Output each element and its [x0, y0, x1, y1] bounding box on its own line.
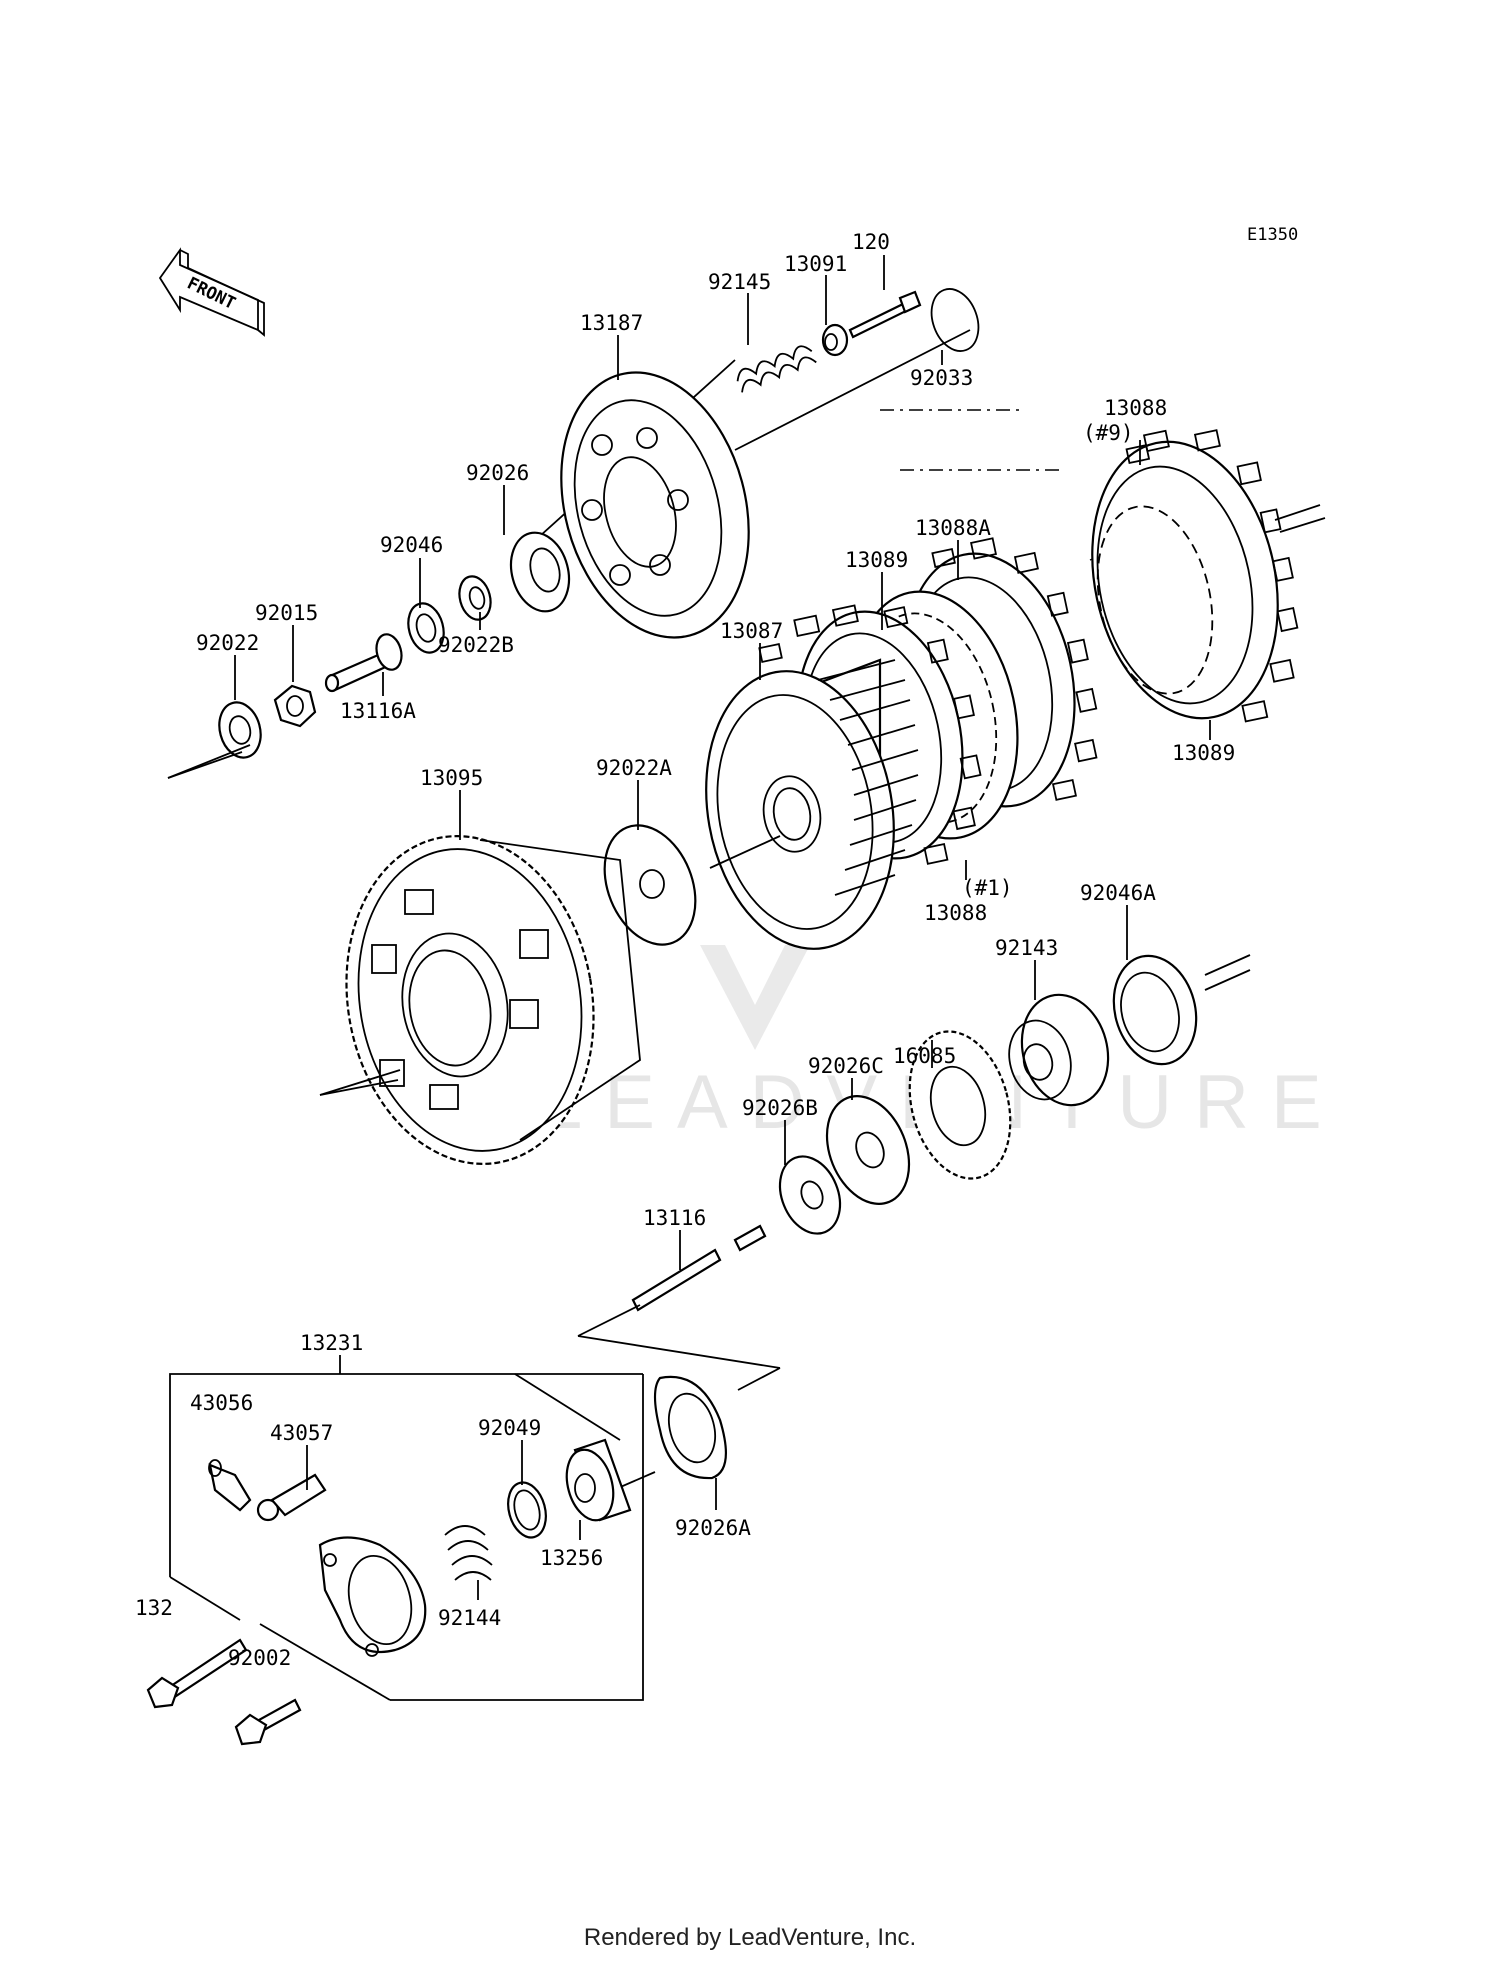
part-13116A-pusher [324, 633, 403, 693]
label-92145: 92145 [708, 270, 771, 294]
label-13089-top: 13089 [845, 548, 908, 572]
release-cylinder-body [318, 1536, 427, 1657]
label-92026A: 92026A [675, 1516, 751, 1540]
label-16085: 16085 [893, 1044, 956, 1068]
label-13087: 13087 [720, 619, 783, 643]
front-direction-arrow: FRONT [158, 247, 265, 337]
label-13231: 13231 [300, 1331, 363, 1355]
label-92144: 92144 [438, 1606, 501, 1630]
label-13088-bottom-qty: (#1) [962, 876, 1013, 900]
part-92022-spline-washer [218, 701, 262, 759]
leader-lines [234, 255, 1211, 1600]
label-13256: 13256 [540, 1546, 603, 1570]
part-13187-pressure-plate [560, 371, 750, 639]
label-92026B: 92026B [742, 1096, 818, 1120]
part-13091-collar [821, 323, 849, 357]
label-13095: 13095 [420, 766, 483, 790]
part-92015-nut [273, 684, 317, 728]
part-16085-gear [908, 1030, 1012, 1180]
label-92046: 92046 [380, 533, 443, 557]
part-92046-needle-bearing [407, 602, 445, 654]
label-13089-right: 13089 [1172, 741, 1235, 765]
part-92144-spring [444, 1525, 493, 1581]
part-92033-circlip [930, 288, 980, 352]
label-92026C: 92026C [808, 1054, 884, 1078]
label-13091: 13091 [784, 252, 847, 276]
assembly-13231-bracket [169, 1355, 644, 1701]
label-92022A: 92022A [596, 756, 672, 780]
render-credit-footer: Rendered by LeadVenture, Inc. [583, 1924, 917, 1951]
part-92002-bolt [234, 1698, 302, 1746]
label-13088A: 13088A [915, 516, 991, 540]
label-92049: 92049 [478, 1416, 541, 1440]
part-92026C-washer [825, 1095, 911, 1205]
label-92002: 92002 [228, 1646, 291, 1670]
label-92143: 92143 [995, 936, 1058, 960]
part-92022A-thrust-washer [603, 824, 697, 946]
part-92049-seal [507, 1481, 547, 1539]
label-92022B: 92022B [438, 633, 514, 657]
label-43057: 43057 [270, 1421, 333, 1445]
label-92046A: 92046A [1080, 881, 1156, 905]
label-43056: 43056 [190, 1391, 253, 1415]
part-13116-push-rod [631, 1224, 767, 1312]
label-13088-top-qty: (#9) [1083, 421, 1134, 445]
label-13116: 13116 [643, 1206, 706, 1230]
part-13095-clutch-housing [345, 835, 641, 1165]
label-13088-bottom: 13088 [924, 901, 987, 925]
label-92033: 92033 [910, 366, 973, 390]
part-120-bolt [848, 290, 922, 339]
part-92026-bushing [509, 531, 571, 613]
part-43056-bleeder-valve [208, 1459, 252, 1512]
part-92046A-needle-bearing [1112, 954, 1198, 1066]
label-92015: 92015 [255, 601, 318, 625]
label-120: 120 [852, 230, 890, 254]
part-labels: 120 13091 92145 13187 92033 13088 (#9) 9… [135, 230, 1235, 1670]
label-13116A: 13116A [340, 699, 416, 723]
part-92022B-washer [458, 575, 492, 621]
label-132: 132 [135, 1596, 173, 1620]
part-13256-piston [565, 1438, 632, 1522]
part-13087-clutch-hub [705, 658, 919, 950]
part-13088-friction-plate-top [1091, 429, 1299, 723]
part-92026B-washer [778, 1155, 842, 1235]
label-13088-top: 13088 [1104, 396, 1167, 420]
part-43057-cap [256, 1473, 327, 1522]
part-92143-sleeve [1008, 993, 1110, 1107]
label-92026: 92026 [466, 461, 529, 485]
label-92022: 92022 [196, 631, 259, 655]
label-13187: 13187 [580, 311, 643, 335]
part-92145-spring [736, 345, 817, 393]
part-92026A-gasket [653, 1375, 727, 1480]
part-132-bolt [146, 1638, 248, 1709]
diagram-ref-code: E1350 [1247, 225, 1298, 245]
